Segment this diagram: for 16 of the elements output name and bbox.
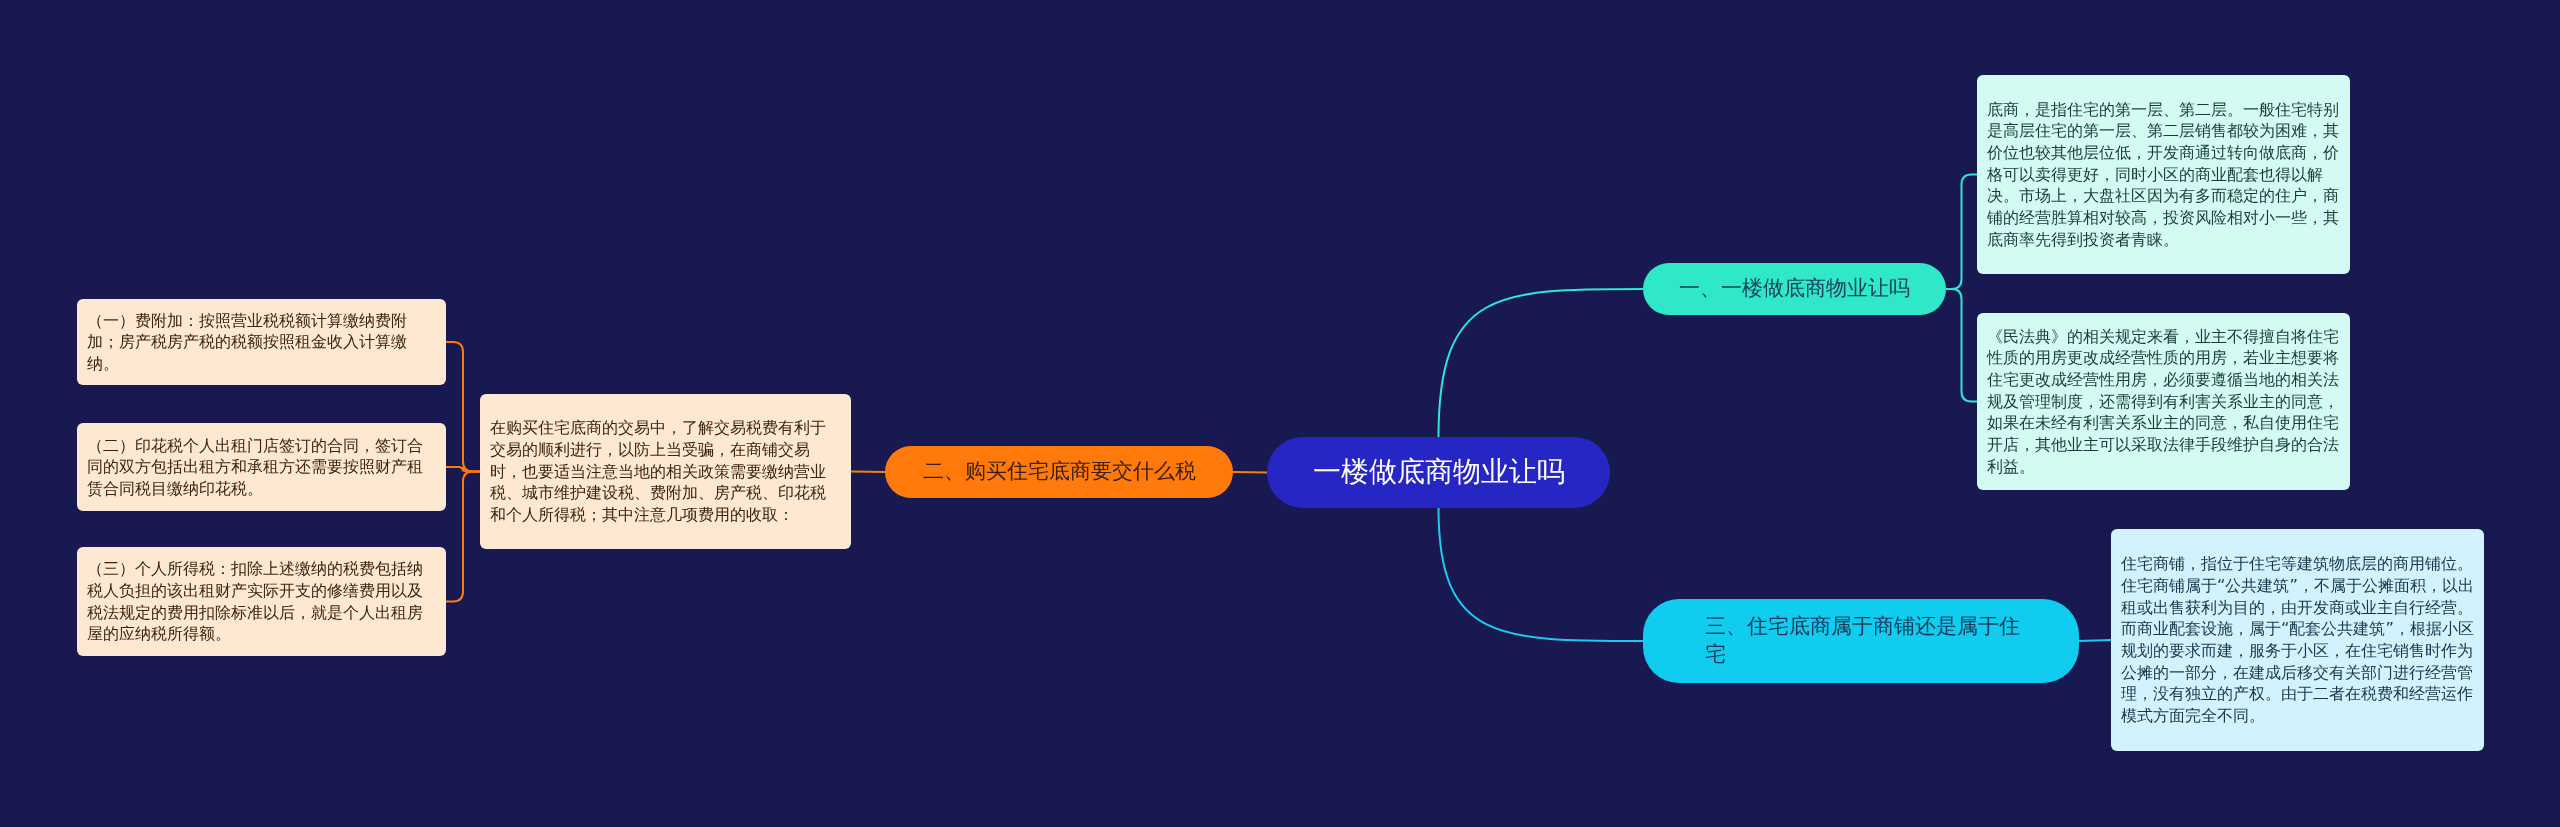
connector-line [2078,639,2112,642]
text-card: 在购买住宅底商的交易中，了解交易税费有利于交易的顺利进行，以防上当受骗，在商铺交易时，也要适当注意当地的相关政策需要缴纳营业税、城市维护建设税、费附加、房产税、印花税和个人所得税；其中注意几项费用的收取： [480,394,851,549]
text-card: （三）个人所得税：扣除上述缴纳的税费包括纳税人负担的该出租财产实际开支的修缮费用以及税法规定的费用扣除标准以后，就是个人出租房屋的应纳税所得额。 [77,547,446,656]
branch-topic: 三、住宅底商属于商铺还是属于住宅 [1643,599,2079,683]
central-topic: 一楼做底商物业让吗 [1267,437,1610,508]
branch-topic: 二、购买住宅底商要交什么税 [885,446,1233,498]
text-card: 《民法典》的相关规定来看，业主不得擅自将住宅性质的用房更改成经营性质的用房，若业主想要将住宅更改成经营性用房，必须要遵循当地的相关法规及管理制度，还需得到有利害关系业主的同意，如果在未经有利害关系业主的同意，私自使用住宅开店，其他业主可以采取法律手段维护自身的合法利益。 [1977,313,2350,490]
text-card: （二）印花税个人出租门店签订的合同，签订合同的双方包括出租方和承租方还需要按照财产租赁合同税目缴纳印花税。 [77,423,446,511]
connector-line [1437,288,1644,438]
branch-topic: 一、一楼做底商物业让吗 [1643,263,1946,315]
text-card: 底商，是指住宅的第一层、第二层。一般住宅特别是高层住宅的第一层、第二层销售都较为困难，其价位也较其他层位低，开发商通过转向做底商，价格可以卖得更好，同时小区的商业配套也得以解决。市场上，大盘社区因为有多而稳定的住户，商铺的经营胜算相对较高，投资风险相对小一些，其底商率先得到投资者青睐。 [1977,75,2350,274]
connector-line [850,470,886,473]
connector-line [1232,471,1268,474]
connector-line [1437,507,1644,642]
text-card: （一）费附加：按照营业税税额计算缴纳费附加；房产税房产税的税额按照租金收入计算缴纳。 [77,299,446,385]
text-card: 住宅商铺，指位于住宅等建筑物底层的商用铺位。住宅商铺属于“公共建筑”，不属于公摊面积，以出租或出售获利为目的，由开发商或业主自行经营。而商业配套设施，属于“配套公共建筑”，根据小区规划的要求而建，服务于小区，在住宅销售时作为公摊的一部分，在建成后移交有关部门进行经营管理，没有独立的产权。由于二者在税费和经营运作模式方面完全不同。 [2111,529,2484,751]
